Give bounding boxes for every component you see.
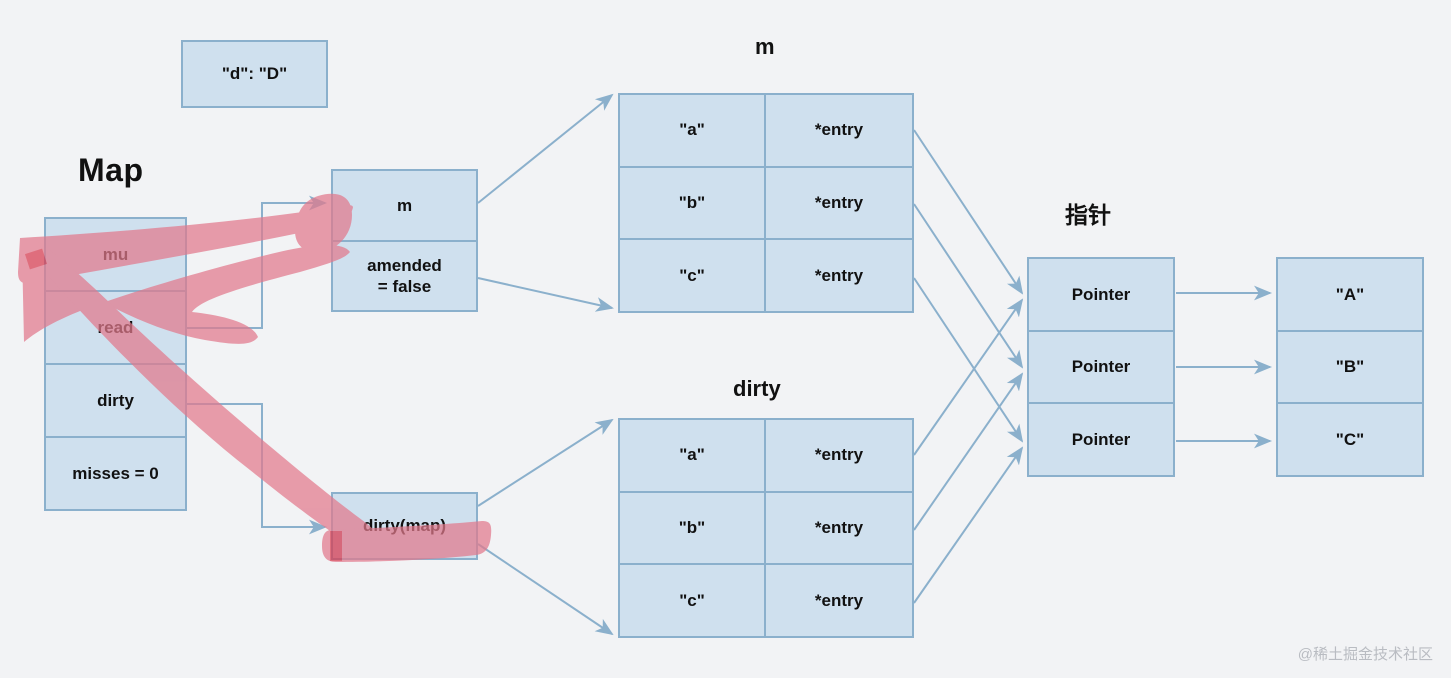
m-table-row-1-value: *entry bbox=[766, 167, 912, 241]
pointer-table-title: 指针 bbox=[1065, 202, 1111, 228]
value-row-1: "B" bbox=[1278, 331, 1422, 405]
pointer-row-0: Pointer bbox=[1029, 259, 1173, 332]
note-box: "d": "D" bbox=[181, 40, 328, 108]
value-row-0: "A" bbox=[1278, 259, 1422, 332]
value-table: "A" "B" "C" bbox=[1276, 257, 1424, 477]
read-row-amended: amended = false bbox=[333, 241, 476, 310]
dirty-table-row-1-key: "b" bbox=[620, 492, 766, 566]
pointer-table: Pointer Pointer Pointer bbox=[1027, 257, 1175, 477]
dirty-table-title: dirty bbox=[733, 376, 781, 401]
dirty-table-row-2-key: "c" bbox=[620, 565, 766, 636]
dirty-struct-label: dirty(map) bbox=[333, 494, 476, 558]
dirty-table-row-0-key: "a" bbox=[620, 420, 766, 493]
map-row-misses: misses = 0 bbox=[46, 438, 185, 509]
page-title-map: Map bbox=[78, 152, 144, 188]
m-table-row-0-value: *entry bbox=[766, 95, 912, 168]
m-table-row-0-key: "a" bbox=[620, 95, 766, 168]
pointer-row-1: Pointer bbox=[1029, 331, 1173, 405]
read-row-amended-line2: = false bbox=[377, 276, 432, 296]
map-struct-box: mu read dirty misses = 0 bbox=[44, 217, 187, 511]
m-table-row-2-value: *entry bbox=[766, 240, 912, 311]
map-row-dirty: dirty bbox=[46, 365, 185, 438]
dirty-table-row-1-value: *entry bbox=[766, 492, 912, 566]
m-table-title: m bbox=[755, 34, 775, 59]
read-struct-box: m amended = false bbox=[331, 169, 478, 312]
dirty-table-row-0-value: *entry bbox=[766, 420, 912, 493]
m-table: "a" *entry "b" *entry "c" *entry bbox=[618, 93, 914, 313]
note-box-text: "d": "D" bbox=[183, 42, 326, 106]
map-row-mu: mu bbox=[46, 219, 185, 292]
read-row-m: m bbox=[333, 171, 476, 242]
read-row-amended-line1: amended bbox=[367, 255, 442, 275]
value-row-2: "C" bbox=[1278, 404, 1422, 476]
dirty-table-row-2-value: *entry bbox=[766, 565, 912, 636]
watermark: @稀土掘金技术社区 bbox=[1297, 646, 1433, 663]
pointer-row-2: Pointer bbox=[1029, 404, 1173, 476]
m-table-row-1-key: "b" bbox=[620, 167, 766, 241]
dirty-table: "a" *entry "b" *entry "c" *entry bbox=[618, 418, 914, 638]
dirty-struct-box: dirty(map) bbox=[331, 492, 478, 560]
map-row-read: read bbox=[46, 292, 185, 365]
m-table-row-2-key: "c" bbox=[620, 240, 766, 311]
